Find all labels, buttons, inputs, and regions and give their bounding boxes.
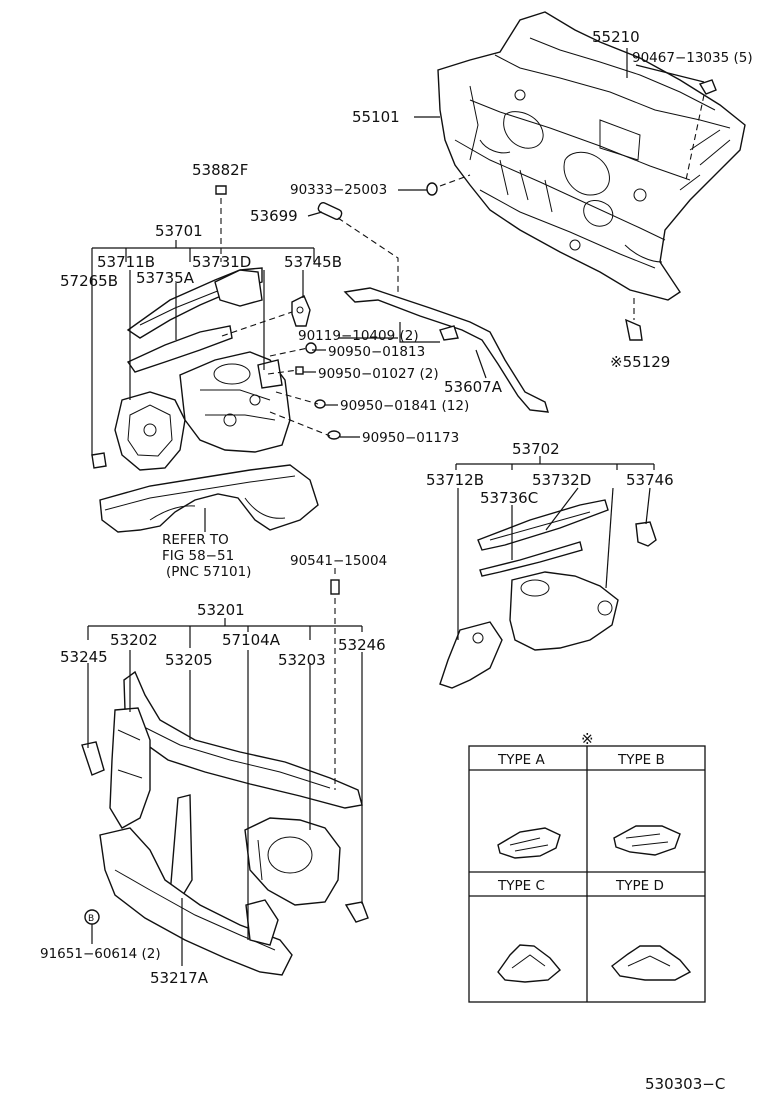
part-labels: 55210 90467−13035 (5) 55101 90333−25003 … [40,28,753,1093]
label-53702: 53702 [512,440,560,458]
type-d-label: TYPE D [615,878,664,894]
type-a-label: TYPE A [497,752,545,768]
leader-lines [87,48,705,966]
label-refer-1: REFER TO [162,532,229,548]
label-53201: 53201 [197,601,245,619]
label-refer-2: FIG 58−51 [162,548,234,564]
label-53712B: 53712B [426,471,484,489]
apron-tower-53731D [179,351,291,453]
label-53882F: 53882F [192,161,248,179]
plug-90950-01813 [305,342,317,354]
label-90950-01841: 90950−01841 (12) [340,398,469,414]
dash-panel-55101 [437,11,746,301]
silencer-type-b [613,825,681,856]
bolt-90541 [330,579,340,595]
side-member-57101 [99,464,319,533]
grommet-53699 [317,202,343,220]
label-53745B: 53745B [284,253,342,271]
label-90333: 90333−25003 [290,182,387,198]
label-90950-01027: 90950−01027 (2) [318,366,439,382]
label-53217A: 53217A [150,969,209,987]
apron-lower-53735A [126,325,233,373]
apron-upper-53711B [126,267,263,339]
type-b-label: TYPE B [617,752,665,768]
label-90119: 90119−10409 (2) [298,328,419,344]
label-53736C: 53736C [480,489,538,507]
label-57104A: 57104A [222,631,281,649]
silencer-type-a [497,827,561,859]
label-53731D: 53731D [192,253,251,271]
label-90467: 90467−13035 (5) [632,50,753,66]
bracket-53745B [291,295,311,327]
label-57265B: 57265B [60,272,118,290]
plug-90950-01173 [327,430,341,440]
label-refer-3: (PNC 57101) [166,564,251,580]
apron-right-53702 [439,499,657,689]
type-table: ※ TYPE A TYPE B TYPE C TYPE D [468,730,706,1003]
type-c-label: TYPE C [497,878,545,894]
label-55101: 55101 [352,108,400,126]
label-53203: 53203 [278,651,326,669]
bolt-90467 [698,79,717,95]
label-90950-01173: 90950−01173 [362,430,459,446]
label-53205: 53205 [165,651,213,669]
label-53735A: 53735A [136,269,195,287]
bolt-90119 [439,325,459,341]
label-53699: 53699 [250,207,298,225]
label-53202: 53202 [110,631,158,649]
label-53711B: 53711B [97,253,155,271]
label-90541: 90541−15004 [290,553,387,569]
silencer-55129 [625,318,643,341]
plug-90950-01841 [314,399,326,409]
brace-53607A [343,287,549,413]
plug-90950-01027 [295,366,304,375]
label-55210: 55210 [592,28,640,46]
label-90950-01813: 90950−01813 [328,344,425,360]
label-53746: 53746 [626,471,674,489]
silencer-type-c [497,944,561,983]
type-table-marker: ※ [581,730,594,748]
label-53246: 53246 [338,636,386,654]
label-91651: 91651−60614 (2) [40,946,161,962]
label-53732D: 53732D [532,471,591,489]
label-55129: ※55129 [610,353,670,371]
label-53607A: 53607A [444,378,503,396]
silencer-type-d [611,945,692,981]
plug-90333 [426,182,438,196]
label-53701: 53701 [155,222,203,240]
radiator-support-53201 [81,670,369,976]
svg-text:B: B [88,914,94,924]
bolt-91651: B [84,909,100,925]
apron-side-57265B [91,391,186,471]
diagram-id: 530303−C [645,1075,725,1093]
plug-53882F [215,185,227,195]
label-53245: 53245 [60,648,108,666]
